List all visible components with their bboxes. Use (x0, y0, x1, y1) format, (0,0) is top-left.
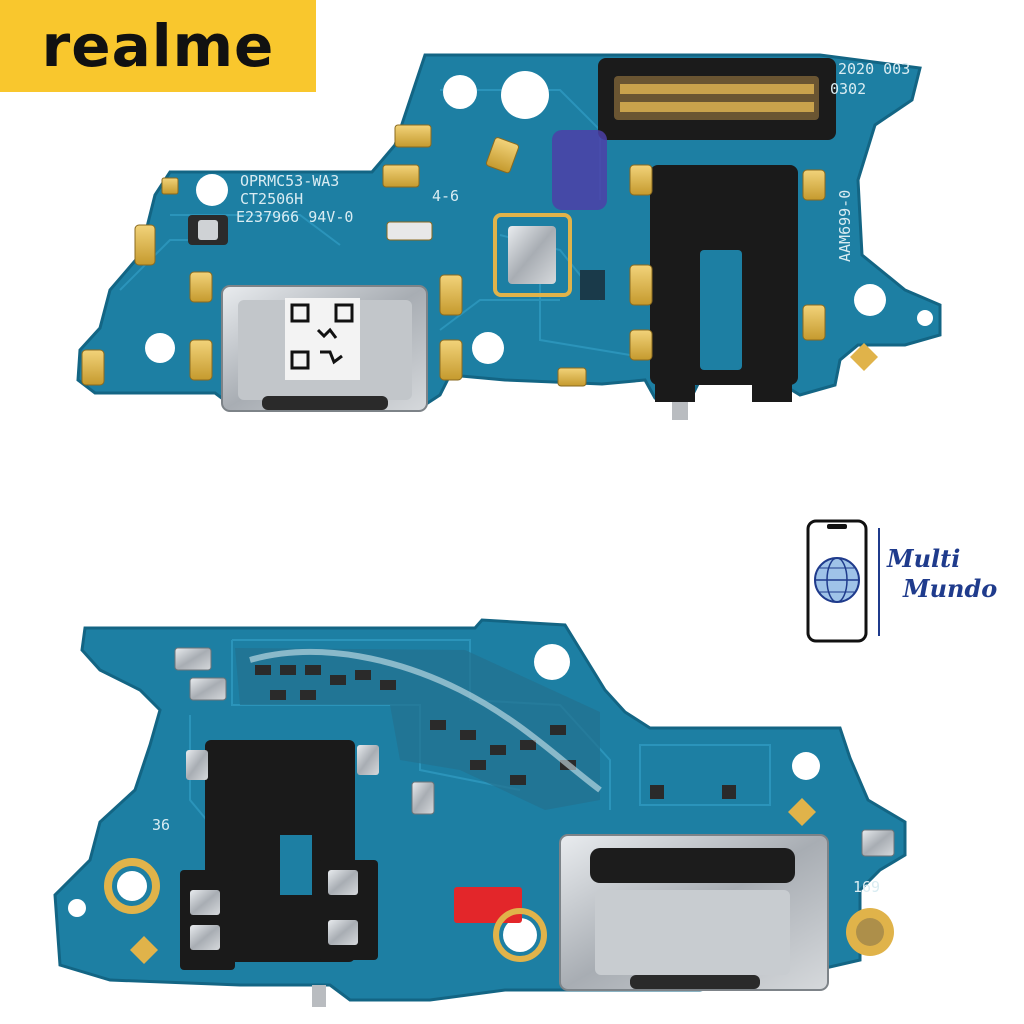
silk-169: 169 (853, 878, 880, 896)
silk-code-1: 2020 003 (838, 60, 910, 78)
multi-mundo-logo: Multi Mundo (805, 518, 1010, 646)
brand-name: realme (41, 12, 275, 80)
bottom-board: 36 169 (53, 618, 907, 1007)
qr-sticker-icon (285, 298, 360, 380)
red-tape-icon (454, 887, 522, 923)
audio-jack-icon-bottom (180, 740, 379, 1007)
usb-c-port-icon-bottom (559, 834, 829, 991)
top-board: OPRMC53-WA3 CT2506H E237966 94V-0 4-6 20… (76, 53, 942, 420)
silk-code-2: 0302 (830, 80, 866, 98)
flex-connector-icon (598, 58, 836, 140)
silk-model: OPRMC53-WA3 (240, 172, 339, 190)
brand-badge: realme (0, 0, 316, 92)
silk-part: AAM699-0 (836, 190, 854, 262)
silk-date: CT2506H (240, 190, 303, 208)
silk-version: 4-6 (432, 187, 459, 205)
logo-line-1: Multi (887, 544, 961, 573)
logo-line-2: Mundo (903, 574, 998, 603)
microphone-icon (493, 213, 572, 297)
silk-cert: E237966 94V-0 (236, 208, 353, 226)
phone-globe-icon (806, 519, 880, 643)
silk-36: 36 (152, 816, 170, 834)
audio-jack-icon (650, 165, 798, 420)
